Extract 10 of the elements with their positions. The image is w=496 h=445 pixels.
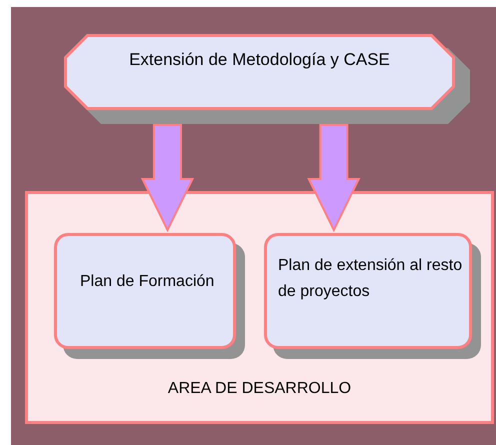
box-label: Extensión de Metodología y CASE bbox=[128, 50, 391, 70]
process-box bbox=[264, 233, 472, 349]
block-arrow bbox=[307, 124, 360, 232]
area-title: AREA DE DESARROLLO bbox=[166, 380, 352, 398]
octagon-box bbox=[64, 34, 455, 110]
box-label: Plan de Formación bbox=[80, 272, 216, 292]
process-box bbox=[54, 233, 236, 349]
area-panel bbox=[25, 191, 494, 424]
box-label: Plan de extensión al resto de proyectos bbox=[278, 256, 464, 302]
block-arrow bbox=[140, 124, 194, 232]
